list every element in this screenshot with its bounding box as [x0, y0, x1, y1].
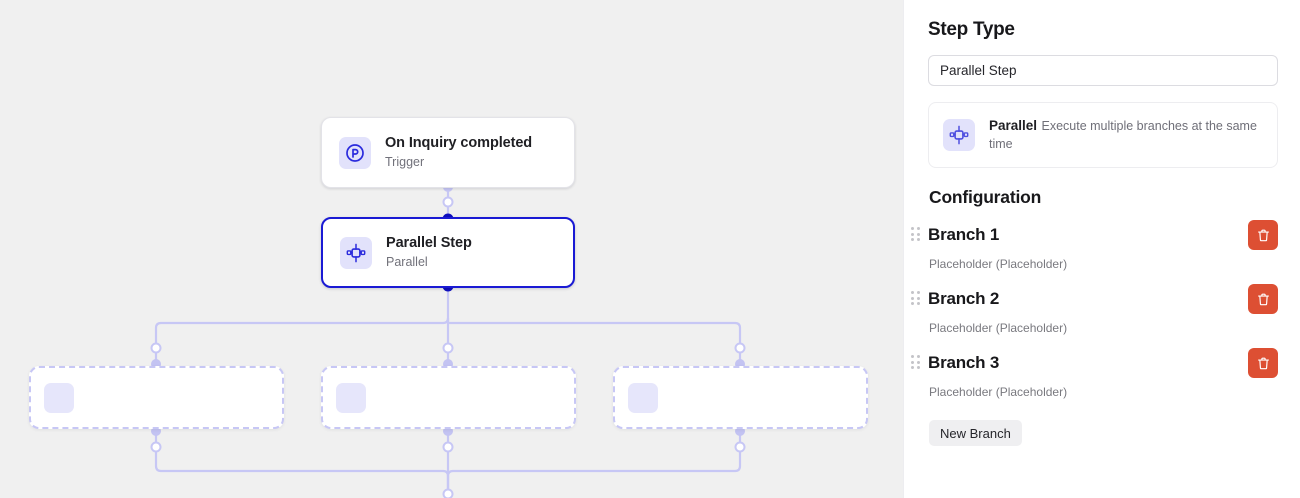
- branch-placeholder-node[interactable]: [321, 366, 576, 429]
- branch-subtitle: Placeholder (Placeholder): [929, 385, 1068, 399]
- step-type-heading: Step Type: [928, 19, 1015, 40]
- trash-icon: [1257, 293, 1269, 305]
- branch-placeholder-node[interactable]: [29, 366, 284, 429]
- delete-branch-button[interactable]: [1248, 284, 1278, 314]
- node-title: Parallel Step: [386, 235, 472, 251]
- placeholder-icon: [44, 382, 74, 413]
- trash-icon: [1257, 229, 1269, 241]
- branch-item: Branch 2 Placeholder (Placeholder): [911, 284, 1278, 336]
- workflow-canvas[interactable]: On Inquiry completed Trigger Parallel St…: [0, 0, 903, 498]
- configuration-heading: Configuration: [929, 187, 1042, 207]
- parallel-hub-icon: [943, 119, 975, 151]
- delete-branch-button[interactable]: [1248, 348, 1278, 378]
- parallel-hub-icon: [340, 236, 372, 269]
- trash-icon: [1257, 357, 1269, 369]
- node-subtitle: Trigger: [385, 155, 425, 169]
- step-type-input[interactable]: Parallel Step: [928, 55, 1278, 86]
- workflow-node-parallel-step[interactable]: Parallel Step Parallel: [321, 217, 575, 288]
- node-title: On Inquiry completed: [385, 135, 533, 151]
- branch-name: Branch 1: [928, 225, 1000, 244]
- branch-name: Branch 2: [928, 289, 1000, 308]
- circled-p-icon: [339, 136, 371, 169]
- branch-item: Branch 3 Placeholder (Placeholder): [911, 348, 1278, 400]
- step-type-card-title: Parallel: [989, 118, 1038, 133]
- step-type-card-description: Execute multiple branches at the same ti…: [989, 119, 1257, 151]
- step-type-input-value: Parallel Step: [940, 63, 1017, 78]
- branch-item: Branch 1 Placeholder (Placeholder): [911, 220, 1278, 272]
- delete-branch-button[interactable]: [1248, 220, 1278, 250]
- placeholder-icon: [336, 382, 366, 413]
- drag-handle-icon[interactable]: [911, 355, 921, 371]
- drag-handle-icon[interactable]: [911, 291, 921, 307]
- workflow-node-trigger[interactable]: On Inquiry completed Trigger: [321, 117, 575, 188]
- step-inspector-panel: Step Type Parallel Step Parallel Execute…: [903, 0, 1300, 498]
- drag-handle-icon[interactable]: [911, 227, 921, 243]
- node-subtitle: Parallel: [386, 255, 428, 269]
- branch-placeholder-node[interactable]: [613, 366, 868, 429]
- branch-subtitle: Placeholder (Placeholder): [929, 321, 1068, 335]
- new-branch-button[interactable]: New Branch: [929, 420, 1022, 446]
- step-type-card[interactable]: Parallel Execute multiple branches at th…: [928, 102, 1278, 168]
- placeholder-icon: [628, 382, 658, 413]
- branch-name: Branch 3: [928, 353, 1000, 372]
- branch-subtitle: Placeholder (Placeholder): [929, 257, 1068, 271]
